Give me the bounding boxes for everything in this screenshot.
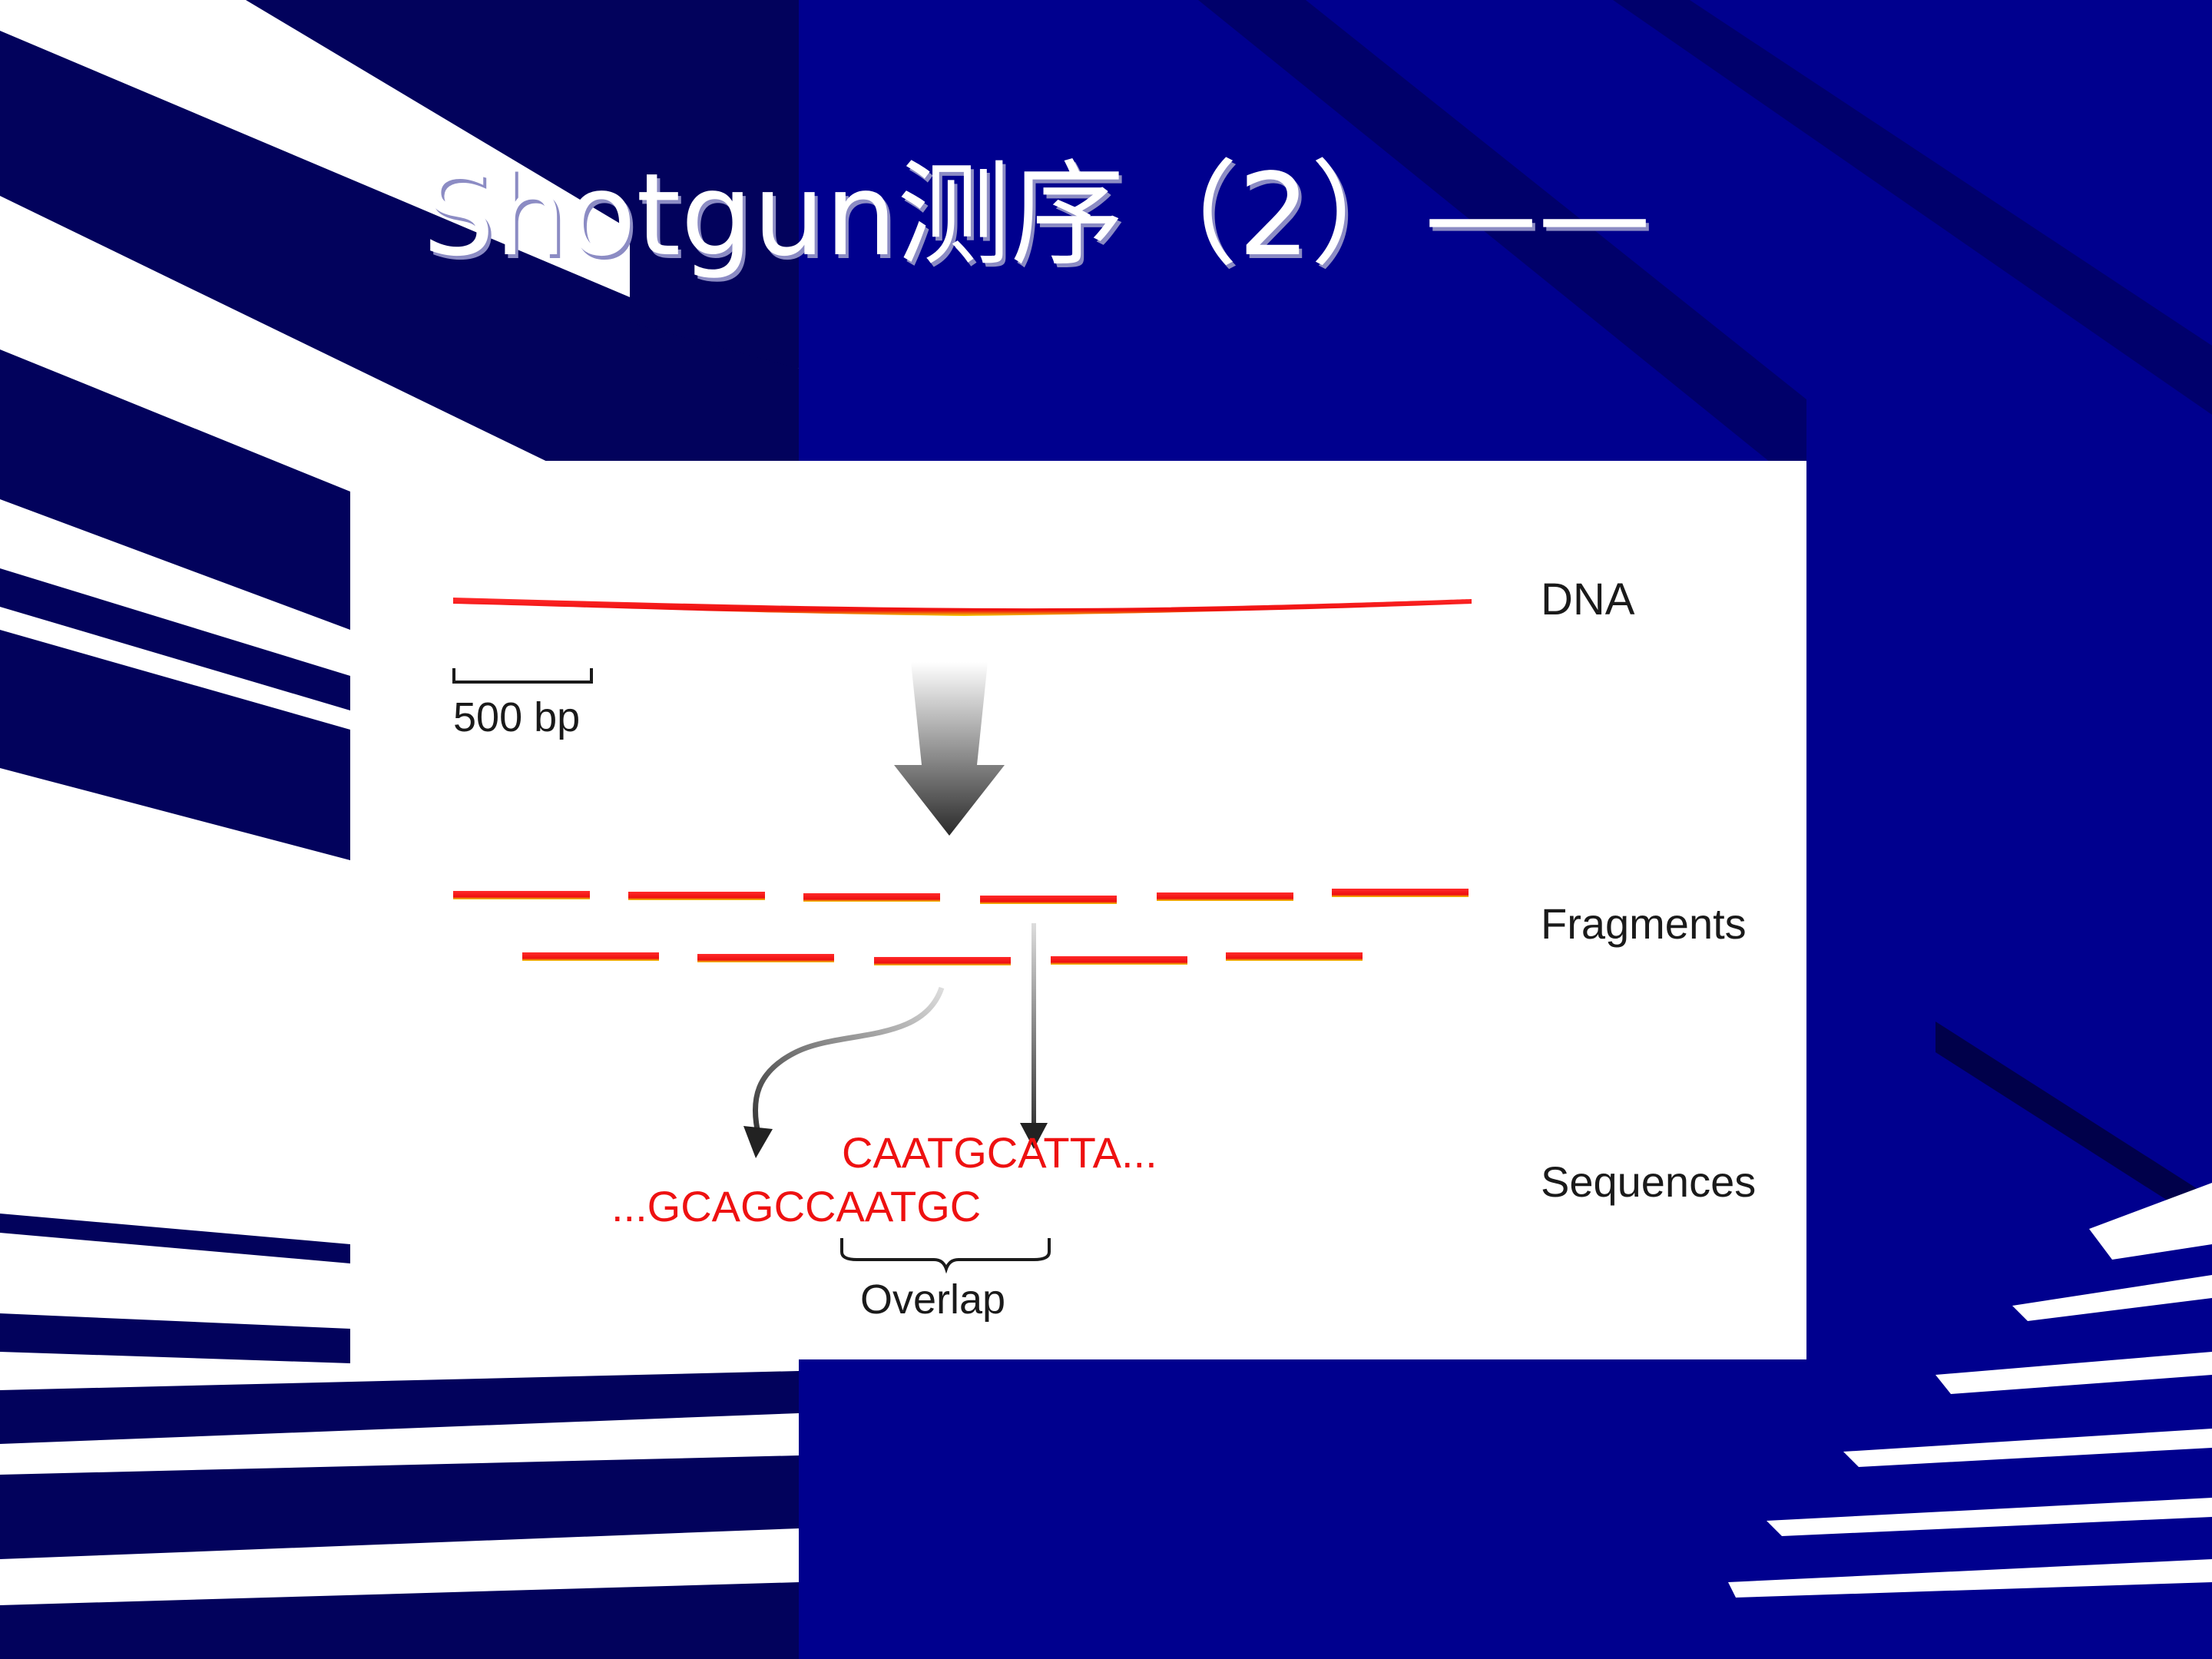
fragment xyxy=(628,892,765,900)
dna-strand xyxy=(453,598,1472,616)
overlap-label: Overlap xyxy=(860,1277,1005,1323)
scale-label: 500 bp xyxy=(453,694,580,740)
overlap-brace xyxy=(840,1238,1051,1274)
fragment xyxy=(1332,889,1469,897)
fragment xyxy=(874,957,1011,965)
sequence-read-1: CAATGCATTA... xyxy=(842,1128,1157,1177)
fragment xyxy=(1051,956,1187,965)
fragment xyxy=(522,952,659,961)
fragment xyxy=(803,893,940,902)
fragment xyxy=(1157,892,1293,901)
straight-arrow-icon xyxy=(1020,923,1048,1149)
sequences-label: Sequences xyxy=(1541,1157,1756,1206)
shotgun-diagram-figure: 500 bp xyxy=(350,461,1806,1359)
sequence-read-2: ...GCAGCCAATGC xyxy=(611,1182,981,1230)
dna-label: DNA xyxy=(1541,575,1635,624)
diagram-canvas: 500 bp xyxy=(452,575,1756,1323)
fragment xyxy=(980,896,1117,904)
fragments-row-1 xyxy=(453,889,1469,904)
curved-arrow-icon xyxy=(743,986,945,1158)
down-arrow-icon xyxy=(894,662,1005,836)
slide-title: Shotgun测序（2）—— xyxy=(422,149,1652,281)
fragment xyxy=(453,891,590,899)
fragment xyxy=(1226,952,1363,961)
fragments-row-2 xyxy=(522,952,1363,965)
fragment xyxy=(697,954,834,962)
fragments-label: Fragments xyxy=(1541,899,1747,948)
scale-bar xyxy=(452,668,593,684)
